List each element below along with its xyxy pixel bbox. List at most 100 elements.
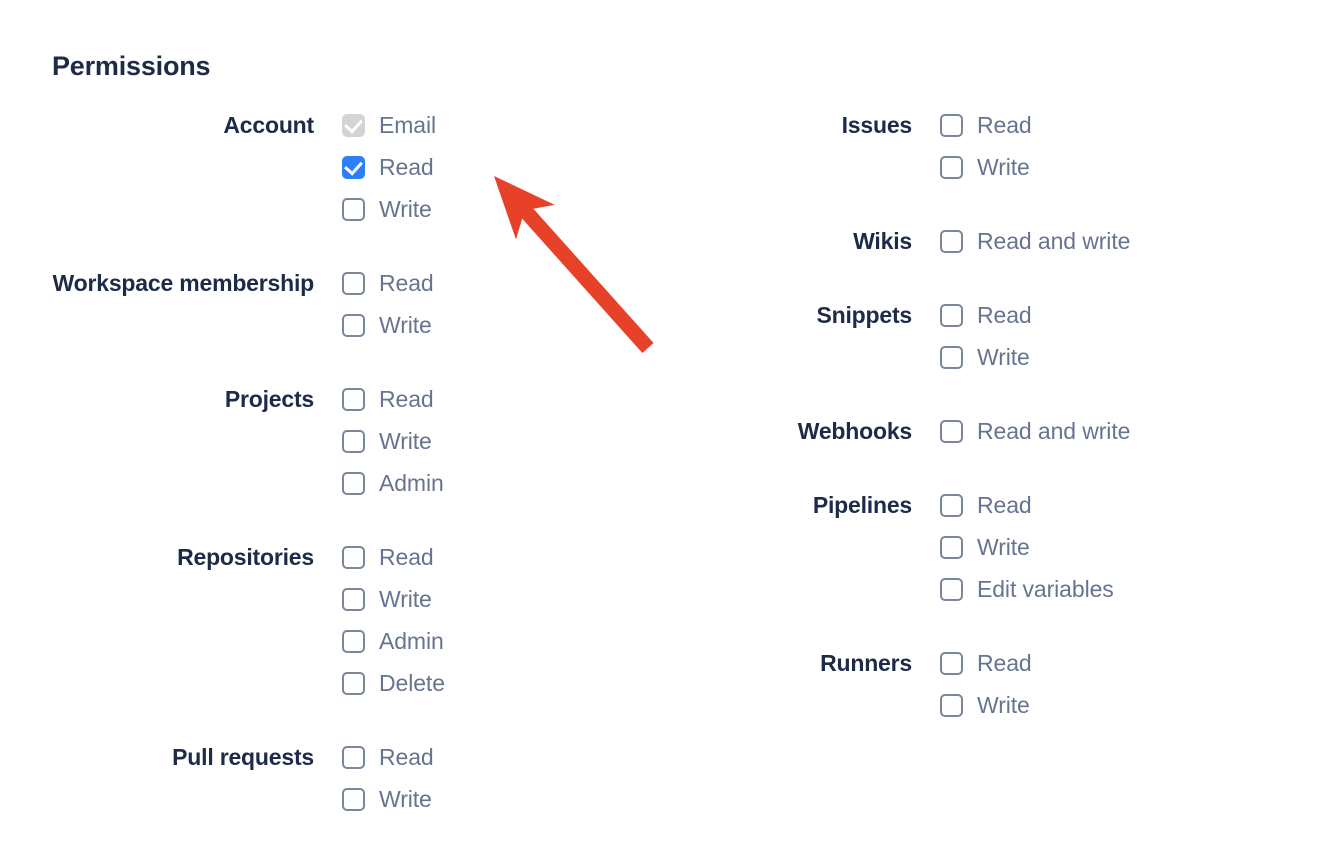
permission-option-label: Email xyxy=(379,112,437,138)
permission-option-label: Read xyxy=(977,302,1032,328)
permission-option-label: Admin xyxy=(379,470,444,496)
permission-option-label: Write xyxy=(379,786,432,812)
checkbox-read[interactable] xyxy=(342,271,365,295)
permission-option-label: Edit variables xyxy=(977,576,1114,602)
permission-group: Webhooks Read and write xyxy=(660,410,1322,452)
checkbox-read[interactable] xyxy=(342,545,365,569)
permission-option-row[interactable]: Read xyxy=(342,262,660,304)
permission-option-row[interactable]: Write xyxy=(342,304,660,346)
permission-option-label: Read xyxy=(379,154,434,180)
permission-option-label: Read xyxy=(379,544,434,570)
permission-option-label: Read and write xyxy=(977,418,1131,444)
checkbox-delete[interactable] xyxy=(342,671,365,695)
checkbox-write[interactable] xyxy=(940,345,963,369)
permission-option-label: Read and write xyxy=(977,228,1131,254)
permission-group-label: Account xyxy=(223,112,314,138)
checkbox-write[interactable] xyxy=(940,535,963,559)
checkbox-write[interactable] xyxy=(940,155,963,179)
permission-option-label: Admin xyxy=(379,628,444,654)
permission-option-label: Write xyxy=(977,534,1030,560)
permission-group-label: Wikis xyxy=(853,228,912,254)
checkbox-write[interactable] xyxy=(342,313,365,337)
permission-option-row[interactable]: Admin xyxy=(342,620,660,662)
checkbox-read[interactable] xyxy=(342,387,365,411)
permission-option-row[interactable]: Edit variables xyxy=(940,568,1322,610)
checkbox-edit-variables[interactable] xyxy=(940,577,963,601)
permission-group-label: Pull requests xyxy=(172,744,314,770)
permission-option-row[interactable]: Write xyxy=(940,146,1322,188)
checkbox-read[interactable] xyxy=(940,651,963,675)
checkbox-write[interactable] xyxy=(940,693,963,717)
checkbox-admin[interactable] xyxy=(342,629,365,653)
permission-option-row[interactable]: Read xyxy=(940,294,1322,336)
permission-option-row[interactable]: Read xyxy=(342,536,660,578)
permission-option-label: Read xyxy=(379,744,434,770)
permission-option-label: Read xyxy=(379,386,434,412)
permission-option-row[interactable]: Read xyxy=(342,378,660,420)
permission-option-label: Write xyxy=(379,428,432,454)
permission-option-label: Write xyxy=(977,344,1030,370)
permission-group-label: Workspace membership xyxy=(52,270,315,296)
checkbox-write[interactable] xyxy=(342,587,365,611)
checkbox-read[interactable] xyxy=(940,493,963,517)
permission-group-label: Webhooks xyxy=(797,418,912,444)
checkbox-write[interactable] xyxy=(342,429,365,453)
checkbox-read-and-write[interactable] xyxy=(940,419,963,443)
checkbox-email xyxy=(342,113,365,137)
permission-group: Wikis Read and write xyxy=(660,220,1322,262)
checkbox-read[interactable] xyxy=(342,155,365,179)
checkbox-write[interactable] xyxy=(342,787,365,811)
permission-option-row[interactable]: Write xyxy=(342,188,660,230)
permission-option-label: Read xyxy=(977,650,1032,676)
permission-option-row[interactable]: Read and write xyxy=(940,410,1322,452)
permission-option-row[interactable]: Read xyxy=(342,736,660,778)
permission-option-row[interactable]: Delete xyxy=(342,662,660,704)
checkbox-read-and-write[interactable] xyxy=(940,229,963,253)
permission-option-label: Write xyxy=(977,692,1030,718)
permission-option-row[interactable]: Read and write xyxy=(940,220,1322,262)
permission-group-label: Pipelines xyxy=(812,492,912,518)
permission-option-row[interactable]: Write xyxy=(342,778,660,820)
permission-option-row[interactable]: Read xyxy=(940,484,1322,526)
permission-option-label: Write xyxy=(379,312,432,338)
permission-option-label: Read xyxy=(977,492,1032,518)
permission-option-row[interactable]: Email xyxy=(342,104,660,146)
permission-option-row[interactable]: Admin xyxy=(342,462,660,504)
permission-option-row[interactable]: Write xyxy=(940,336,1322,378)
permission-option-label: Write xyxy=(379,196,432,222)
permission-option-row[interactable]: Read xyxy=(342,146,660,188)
checkbox-read[interactable] xyxy=(940,113,963,137)
checkbox-read[interactable] xyxy=(940,303,963,327)
permission-option-row[interactable]: Write xyxy=(940,684,1322,726)
permission-option-row[interactable]: Write xyxy=(342,420,660,462)
permission-option-row[interactable]: Read xyxy=(940,104,1322,146)
permission-option-label: Read xyxy=(379,270,434,296)
permission-group-options: Read and write xyxy=(940,220,1322,262)
check-icon xyxy=(344,155,363,176)
permission-group-label: Issues xyxy=(841,112,913,138)
permission-group-label: Repositories xyxy=(177,544,314,570)
permission-option-row[interactable]: Read xyxy=(940,642,1322,684)
checkbox-write[interactable] xyxy=(342,197,365,221)
permission-group-label: Runners xyxy=(820,650,912,676)
permission-option-label: Delete xyxy=(379,670,445,696)
checkbox-read[interactable] xyxy=(342,745,365,769)
permission-option-row[interactable]: Write xyxy=(940,526,1322,568)
permission-option-row[interactable]: Write xyxy=(342,578,660,620)
checkbox-admin[interactable] xyxy=(342,471,365,495)
